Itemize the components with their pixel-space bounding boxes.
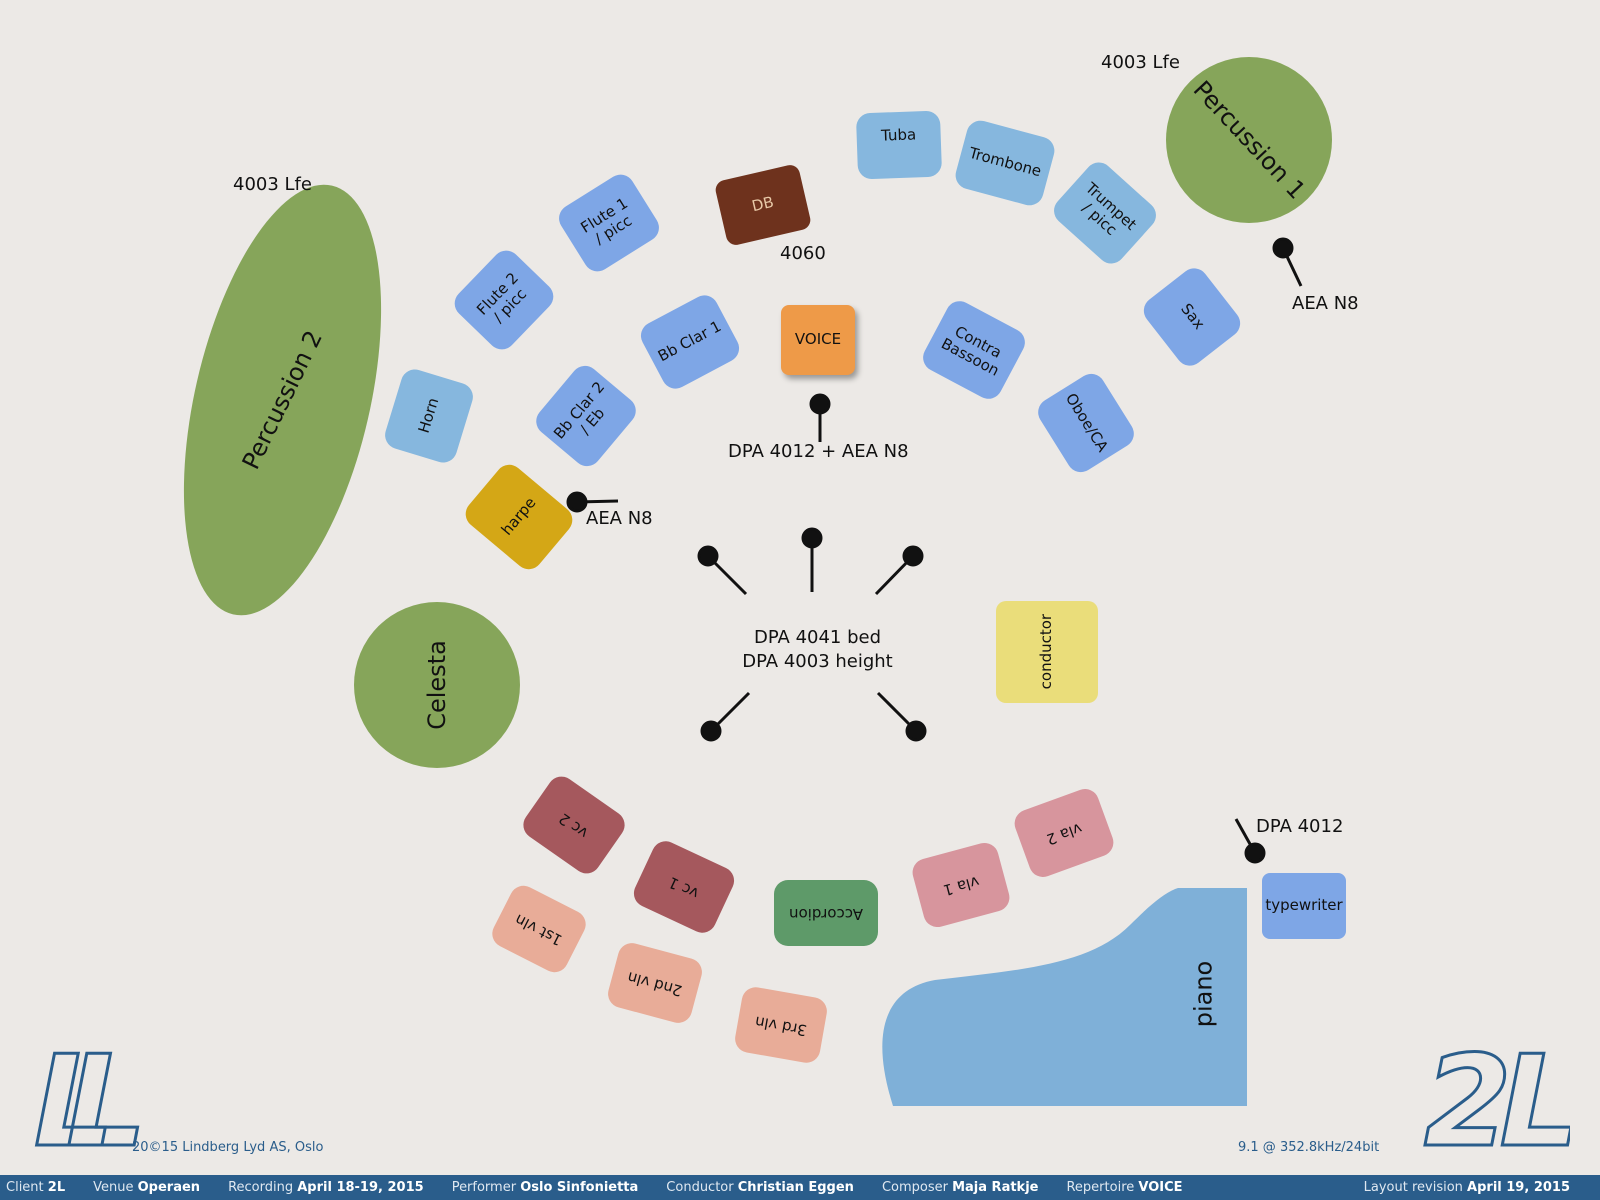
footer-client: Client 2L — [6, 1180, 66, 1195]
lfe-right-label: 4003 Lfe — [1101, 52, 1180, 73]
violin-2-label: 2nd vln — [625, 967, 685, 1000]
bb-clar-1-label: Bb Clar 1 — [655, 317, 725, 366]
conductor-box: conductor — [996, 601, 1098, 703]
celesta-label: Celesta — [422, 640, 451, 730]
copyright-text: 20©15 Lindberg Lyd AS, Oslo — [132, 1140, 324, 1155]
celesta-shape: Celesta — [354, 602, 520, 768]
flute-1-box: Flute 1 / picc — [553, 169, 665, 277]
trumpet-label: Trumpet / picc — [1078, 178, 1141, 240]
contra-bassoon-label: Contra Bassoon — [938, 322, 1005, 380]
lindberg-logo-left: LL — [33, 1033, 151, 1159]
bed-mic-label: DPA 4041 bed DPA 4003 height — [740, 626, 895, 675]
percussion-2-label: Percussion 2 — [236, 326, 329, 474]
percussion-2-shape: Percussion 2 — [147, 165, 418, 635]
harpe-box: harpe — [459, 459, 579, 575]
flute-1-label: Flute 1 / picc — [577, 193, 635, 249]
bed-mic-top-left-icon — [697, 545, 719, 567]
cello-1-box: vc 1 — [629, 836, 739, 938]
violin-1-label: 1st vln — [512, 910, 566, 950]
percussion-1-shape: Percussion 1 — [1166, 57, 1332, 223]
typewriter-box: typewriter — [1262, 873, 1346, 939]
sax-box: Sax — [1138, 262, 1246, 372]
piano-mic-icon — [1244, 842, 1266, 864]
bed-mic-top-left-stand — [706, 554, 748, 596]
voice-label: VOICE — [794, 330, 842, 349]
tuba-label: Tuba — [880, 125, 917, 145]
violin-1-box: 1st vln — [487, 880, 591, 978]
piano-mic-label: DPA 4012 — [1256, 816, 1344, 837]
oboe-label: Oboe/CA — [1061, 390, 1112, 456]
double-bass-box: DB — [713, 163, 813, 247]
footer-venue: Venue Operaen — [93, 1180, 201, 1195]
bed-mic-label-line2: DPA 4003 height — [742, 651, 893, 673]
2l-logo-right: 2L — [1423, 1033, 1571, 1159]
format-text: 9.1 @ 352.8kHz/24bit — [1238, 1140, 1380, 1155]
viola-2-label: vla 2 — [1043, 818, 1085, 849]
bed-mic-top-icon — [801, 527, 823, 549]
logo-right-text: 2L — [1424, 1033, 1570, 1159]
flute-2-box: Flute 2 / picc — [448, 244, 560, 356]
bed-mic-top-right-icon — [902, 545, 924, 567]
bed-mic-bottom-left-icon — [700, 720, 722, 742]
cello-2-box: vc 2 — [517, 771, 631, 879]
footer-conductor: Conductor Christian Eggen — [666, 1180, 854, 1195]
bed-mic-bottom-right-icon — [905, 720, 927, 742]
logo-left-text: LL — [34, 1033, 138, 1159]
accordion-box: Accordion — [774, 880, 878, 946]
aea-harp-mic-icon — [566, 491, 588, 513]
footer-revision: Layout revision April 19, 2015 — [1363, 1180, 1570, 1195]
aea-harp-label: AEA N8 — [586, 508, 653, 529]
voice-box: VOICE — [781, 305, 855, 375]
footer-repertoire: Repertoire VOICE — [1066, 1180, 1183, 1195]
voice-mic-icon — [809, 393, 831, 415]
footer-recording: Recording April 18-19, 2015 — [228, 1180, 424, 1195]
trumpet-box: Trumpet / picc — [1048, 156, 1162, 270]
percussion-1-label: Percussion 1 — [1187, 75, 1311, 205]
bb-clar-2-label: Bb Clar 2 / Eb — [549, 377, 609, 443]
bb-clar-2-box: Bb Clar 2 / Eb — [530, 360, 642, 472]
voice-mic-label: DPA 4012 + AEA N8 — [728, 441, 909, 462]
flute-2-label: Flute 2 / picc — [472, 268, 531, 327]
footer-performer: Performer Oslo Sinfonietta — [451, 1180, 639, 1195]
trombone-label: Trombone — [967, 144, 1044, 181]
contra-bassoon-box: Contra Bassoon — [918, 296, 1030, 404]
oboe-box: Oboe/CA — [1032, 368, 1140, 478]
accordion-label: Accordion — [789, 904, 863, 923]
aea-right-mic-icon — [1272, 237, 1294, 259]
lfe-left-label: 4003 Lfe — [233, 174, 312, 195]
piano-label: piano — [1189, 960, 1218, 1028]
cello-2-label: vc 2 — [555, 809, 592, 842]
double-bass-label: DB — [750, 193, 776, 216]
bed-mic-bottom-left-stand — [709, 691, 751, 733]
bed-mic-bottom-right-stand — [876, 691, 918, 733]
harpe-label: harpe — [497, 494, 540, 540]
aea-harp-stand — [576, 499, 619, 504]
piano-mic-stand — [1234, 818, 1257, 854]
viola-1-box: vla 1 — [909, 839, 1013, 931]
viola-1-label: vla 1 — [941, 872, 982, 900]
typewriter-label: typewriter — [1265, 896, 1343, 915]
tuba-box: Tuba — [855, 110, 943, 180]
violin-3-box: 3rd vln — [732, 985, 830, 1065]
sax-label: Sax — [1176, 300, 1209, 334]
bed-mic-top-right-stand — [874, 554, 915, 596]
conductor-label: conductor — [1037, 614, 1056, 690]
trombone-box: Trombone — [952, 117, 1058, 209]
bed-mic-label-line1: DPA 4041 bed — [753, 627, 882, 648]
aea-right-label: AEA N8 — [1292, 293, 1359, 314]
violin-2-box: 2nd vln — [604, 939, 706, 1027]
cello-1-label: vc 1 — [665, 872, 702, 903]
footer-composer: Composer Maja Ratkje — [881, 1180, 1039, 1195]
horn-box: Horn — [381, 365, 477, 467]
bb-clar-1-box: Bb Clar 1 — [636, 290, 744, 394]
viola-2-box: vla 2 — [1010, 785, 1118, 881]
horn-label: Horn — [414, 396, 443, 436]
violin-3-label: 3rd vln — [753, 1012, 809, 1040]
footer-bar: Client 2L Venue Operaen Recording April … — [0, 1175, 1600, 1200]
db-mic-label: 4060 — [780, 243, 826, 264]
aea-right-stand — [1281, 247, 1303, 287]
